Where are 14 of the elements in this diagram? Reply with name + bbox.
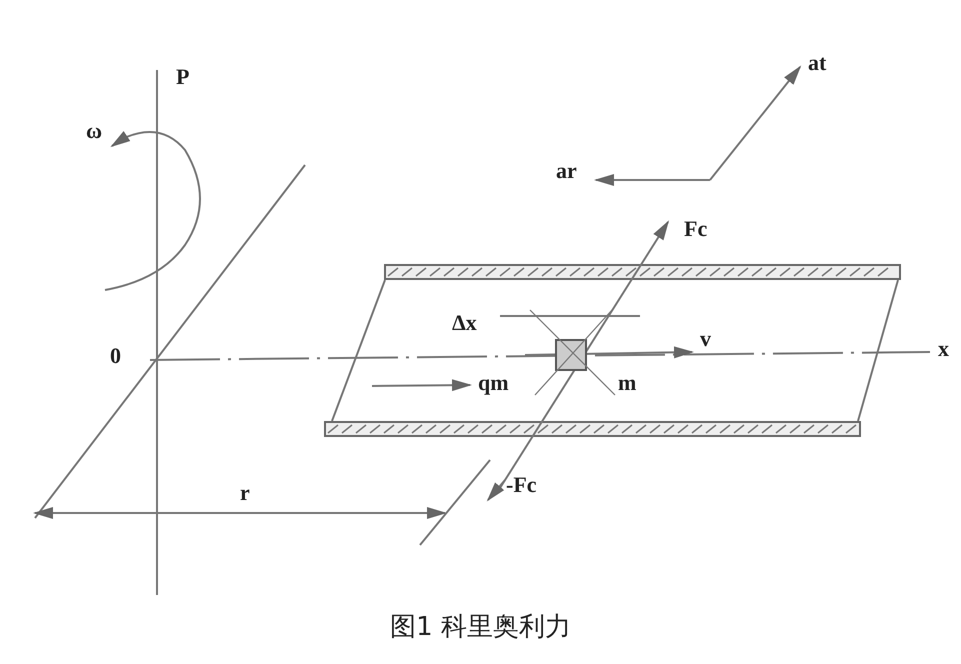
axis-label: at <box>808 52 826 74</box>
axis-label: 0 <box>110 345 121 367</box>
axis-label: -Fc <box>506 474 537 496</box>
axis-label: P <box>176 66 190 88</box>
axis-label: Δx <box>452 312 477 334</box>
axis-label: m <box>618 372 636 394</box>
axis-label: ω <box>86 120 102 142</box>
axis-label: qm <box>478 372 509 394</box>
axis-label: v <box>700 328 711 350</box>
figure-caption: 图1 科里奥利力 <box>389 611 572 644</box>
axis-label: r <box>240 482 250 504</box>
axis-label: Fc <box>684 218 708 240</box>
axis-label: x <box>938 338 949 360</box>
axis-label: ar <box>556 160 577 182</box>
